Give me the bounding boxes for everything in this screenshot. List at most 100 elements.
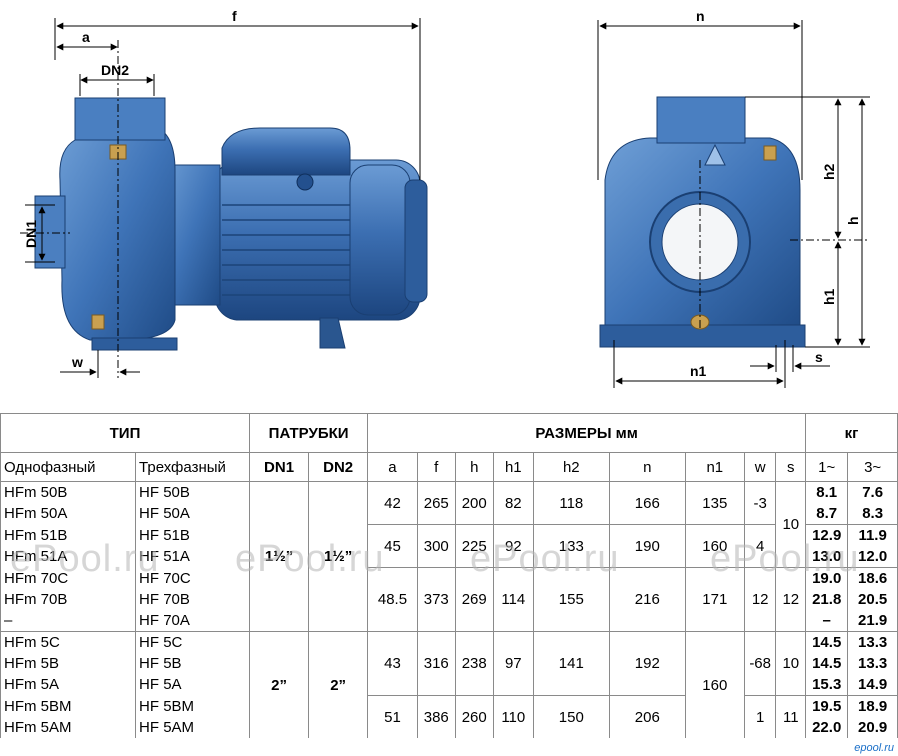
side-view-pump <box>34 97 428 351</box>
a-value: 45 <box>367 524 418 568</box>
weight-3: 21.9 <box>847 610 898 632</box>
header-dims: РАЗМЕРЫ мм <box>367 413 807 453</box>
a-value: 43 <box>367 631 418 696</box>
dim-h-label: h <box>845 216 861 225</box>
model-single: HFm 5C <box>0 631 137 653</box>
col-weight-3: 3~ <box>847 452 898 482</box>
col-n: n <box>608 452 686 482</box>
weight-3: 12.0 <box>847 546 898 568</box>
col-dn2: DN2 <box>308 452 369 482</box>
h-value: 225 <box>454 524 494 568</box>
h-value: 260 <box>454 695 494 738</box>
f-value: 316 <box>416 631 456 696</box>
col-h: h <box>454 452 494 482</box>
col-n1: n1 <box>684 452 745 482</box>
n1-value: 171 <box>684 567 745 632</box>
dimensions-table: ТИП ПАТРУБКИ РАЗМЕРЫ мм кг Однофазный Тр… <box>0 413 898 738</box>
h2-value: 150 <box>532 695 610 738</box>
table-row: HFm 5BM HF 5BM 51 386 260 110 150 206 1 … <box>0 695 898 738</box>
h2-value: 155 <box>532 567 610 632</box>
w-value: -68 <box>743 631 777 696</box>
dim-f-label: f <box>232 8 237 24</box>
model-single: HFm 70B <box>0 589 137 610</box>
model-three: HF 5AM <box>135 717 251 738</box>
model-three: HF 50B <box>135 481 251 503</box>
h2-value: 118 <box>532 481 610 525</box>
model-three: HF 70B <box>135 589 251 610</box>
a-value: 48.5 <box>367 567 418 632</box>
model-three: HF 70A <box>135 610 251 632</box>
h2-value: 141 <box>532 631 610 696</box>
dim-dn1-label: DN1 <box>23 220 39 248</box>
weight-1: 8.1 <box>805 481 849 503</box>
weight-3: 18.6 <box>847 567 898 589</box>
dn1-value: 1½” <box>249 481 310 632</box>
col-f: f <box>416 452 456 482</box>
col-weight-1: 1~ <box>805 452 849 482</box>
f-value: 300 <box>416 524 456 568</box>
side-view-dimensions <box>20 18 421 378</box>
weight-3: 20.5 <box>847 589 898 610</box>
f-value: 265 <box>416 481 456 525</box>
weight-3: 18.9 <box>847 695 898 717</box>
w-value: 12 <box>743 567 777 632</box>
model-single: HFm 5B <box>0 653 137 674</box>
weight-3: 8.3 <box>847 503 898 525</box>
w-value: -3 <box>743 481 777 525</box>
dim-w-label: w <box>71 354 83 370</box>
weight-1: 15.3 <box>805 674 849 696</box>
h1-value: 92 <box>492 524 534 568</box>
col-w: w <box>743 452 777 482</box>
model-three: HF 5B <box>135 653 251 674</box>
dim-n1-label: n1 <box>690 363 707 379</box>
w-value: 4 <box>743 524 777 568</box>
weight-1: – <box>805 610 849 632</box>
model-three: HF 51A <box>135 546 251 568</box>
n1-value: 160 <box>684 524 745 568</box>
pump-drawings: f a DN2 DN1 w n h2 h h1 n1 <box>20 8 870 388</box>
weight-3: 14.9 <box>847 674 898 696</box>
n1-value: 135 <box>684 481 745 525</box>
dim-n-label: n <box>696 8 705 24</box>
model-three: HF 51B <box>135 524 251 546</box>
a-value: 51 <box>367 695 418 738</box>
h1-value: 97 <box>492 631 534 696</box>
model-three: HF 5A <box>135 674 251 696</box>
weight-3: 11.9 <box>847 524 898 546</box>
weight-1: 14.5 <box>805 653 849 674</box>
h-value: 269 <box>454 567 494 632</box>
weight-1: 8.7 <box>805 503 849 525</box>
dn2-value: 2” <box>308 631 369 738</box>
table-row: HFm 50B HF 50B 1½” 1½” 42 265 200 82 118… <box>0 481 898 632</box>
weight-1: 22.0 <box>805 717 849 738</box>
n-value: 216 <box>608 567 686 632</box>
f-value: 373 <box>416 567 456 632</box>
h1-value: 82 <box>492 481 534 525</box>
a-value: 42 <box>367 481 418 525</box>
h-value: 238 <box>454 631 494 696</box>
table-row: – HF 70A – 21.9 <box>0 610 898 632</box>
weight-1: 21.8 <box>805 589 849 610</box>
table-row: HFm 70B HF 70B 21.8 20.5 <box>0 589 898 610</box>
model-single: HFm 5AM <box>0 717 137 738</box>
model-single: HFm 5A <box>0 674 137 696</box>
weight-1: 13.0 <box>805 546 849 568</box>
model-single: HFm 51B <box>0 524 137 546</box>
weight-3: 20.9 <box>847 717 898 738</box>
table-row: HFm 5A HF 5A 15.3 14.9 <box>0 674 898 696</box>
header-ports: ПАТРУБКИ <box>249 413 369 453</box>
table-row: HFm 5B HF 5B 14.5 13.3 <box>0 653 898 674</box>
weight-3: 13.3 <box>847 631 898 653</box>
col-single-phase: Однофазный <box>0 452 137 482</box>
s-value: 10 <box>775 631 807 696</box>
model-three: HF 5C <box>135 631 251 653</box>
col-a: a <box>367 452 418 482</box>
model-single: HFm 50A <box>0 503 137 525</box>
w-value: 1 <box>743 695 777 738</box>
s-value: 10 <box>775 481 807 568</box>
n-value: 206 <box>608 695 686 738</box>
table-row: HFm 5C HF 5C 2” 2” 43 316 238 97 141 192… <box>0 631 898 738</box>
weight-1: 19.0 <box>805 567 849 589</box>
dim-a-label: a <box>82 29 90 45</box>
dim-dn2-label: DN2 <box>101 62 129 78</box>
